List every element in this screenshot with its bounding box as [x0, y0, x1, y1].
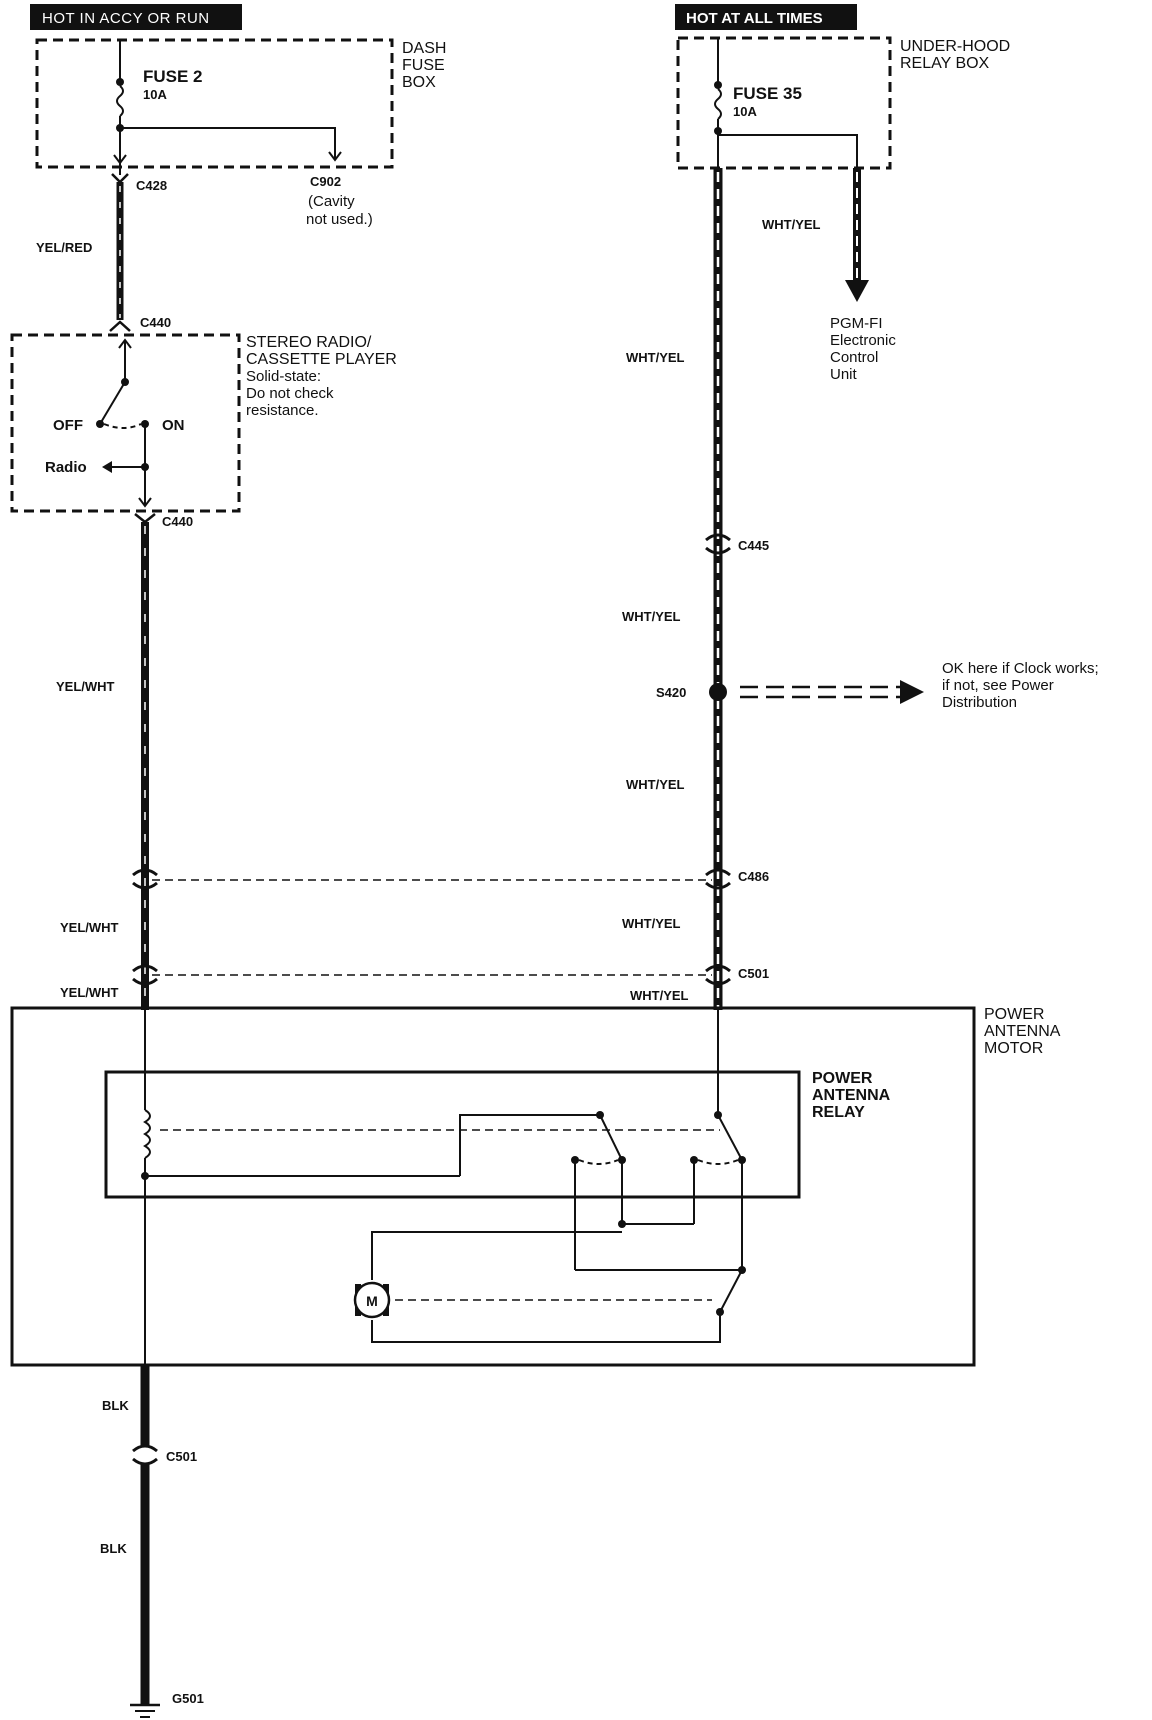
svg-text:M: M	[366, 1293, 378, 1309]
svg-text:FUSE 2: FUSE 2	[143, 67, 203, 86]
svg-text:Control: Control	[830, 349, 878, 366]
svg-text:C501: C501	[166, 1449, 197, 1464]
wire-wht-yel-ecu: WHT/YEL	[762, 168, 869, 302]
svg-text:C501: C501	[738, 966, 769, 981]
svg-text:10A: 10A	[143, 87, 167, 102]
svg-text:YEL/WHT: YEL/WHT	[60, 920, 119, 935]
under-hood-relay-box: UNDER-HOOD RELAY BOX FUSE 35 10A	[676, 36, 1010, 170]
svg-text:10A: 10A	[733, 104, 757, 119]
svg-text:HOT AT ALL TIMES: HOT AT ALL TIMES	[686, 10, 823, 27]
svg-text:YEL/WHT: YEL/WHT	[56, 679, 115, 694]
svg-text:C440: C440	[162, 514, 193, 529]
svg-text:WHT/YEL: WHT/YEL	[626, 777, 685, 792]
svg-text:resistance.: resistance.	[246, 402, 319, 419]
motor-circuit	[371, 1220, 746, 1343]
power-antenna-relay-box: POWER ANTENNA RELAY	[104, 1070, 891, 1199]
svg-text:BLK: BLK	[102, 1398, 129, 1413]
svg-text:WHT/YEL: WHT/YEL	[762, 217, 821, 232]
svg-text:UNDER-HOOD: UNDER-HOOD	[900, 38, 1010, 55]
svg-text:FUSE: FUSE	[402, 57, 445, 74]
connector-c445: C445	[705, 533, 769, 555]
svg-text:Unit: Unit	[830, 366, 858, 383]
connector-c440-top: C440	[109, 315, 171, 332]
fuse-2-symbol	[116, 85, 124, 117]
wire-yel-red: YEL/RED	[36, 182, 124, 320]
svg-text:(Cavity: (Cavity	[308, 193, 355, 210]
radio-arrow-icon	[102, 461, 112, 473]
svg-text:MOTOR: MOTOR	[984, 1040, 1043, 1057]
clock-note: OK here if Clock works; if not, see Powe…	[942, 660, 1099, 711]
svg-text:Solid-state:: Solid-state:	[246, 368, 321, 385]
svg-text:C440: C440	[140, 315, 171, 330]
svg-text:WHT/YEL: WHT/YEL	[626, 350, 685, 365]
svg-text:Radio: Radio	[45, 459, 87, 476]
relay-switch-2	[690, 1008, 746, 1268]
motor-symbol: M	[353, 1281, 391, 1319]
svg-text:RELAY BOX: RELAY BOX	[900, 55, 990, 72]
ground-symbol: G501	[130, 1691, 204, 1718]
svg-text:C486: C486	[738, 869, 769, 884]
svg-text:POWER: POWER	[812, 1070, 873, 1087]
svg-text:YEL/RED: YEL/RED	[36, 240, 92, 255]
wire-blk: BLK BLK	[100, 1365, 150, 1705]
wire-yel-wht: YEL/WHT YEL/WHT YEL/WHT	[56, 522, 158, 1010]
wire-wht-yel-main: WHT/YEL WHT/YEL WHT/YEL WHT/YEL WHT/YEL	[622, 168, 723, 1010]
stereo-radio-box: STEREO RADIO/ CASSETTE PLAYER Solid-stat…	[10, 333, 397, 513]
power-source-left: HOT IN ACCY OR RUN	[30, 4, 242, 30]
svg-text:OFF: OFF	[53, 417, 83, 434]
svg-text:C428: C428	[136, 178, 167, 193]
svg-text:CASSETTE PLAYER: CASSETTE PLAYER	[246, 351, 397, 368]
connector-c501-lower: C501	[132, 1444, 197, 1466]
dash-fuse-box: DASH FUSE BOX FUSE 2 10A	[35, 38, 446, 175]
svg-text:Distribution: Distribution	[942, 694, 1017, 711]
svg-text:OK here if Clock works;: OK here if Clock works;	[942, 660, 1099, 677]
svg-text:not used.): not used.)	[306, 211, 373, 228]
svg-text:FUSE 35: FUSE 35	[733, 84, 802, 103]
svg-text:ON: ON	[162, 417, 185, 434]
pgm-fi-ecu: PGM-FI Electronic Control Unit	[830, 315, 896, 383]
svg-text:WHT/YEL: WHT/YEL	[630, 988, 689, 1003]
svg-text:BOX: BOX	[402, 74, 436, 91]
connector-c501-upper: C501	[705, 964, 769, 986]
splice-s420: S420	[656, 680, 924, 704]
power-antenna-motor-box: POWER ANTENNA MOTOR	[10, 1006, 1061, 1367]
svg-text:G501: G501	[172, 1691, 204, 1706]
svg-text:Do not check: Do not check	[246, 385, 334, 402]
connector-c486: C486	[705, 868, 769, 890]
svg-text:WHT/YEL: WHT/YEL	[622, 609, 681, 624]
svg-text:Electronic: Electronic	[830, 332, 896, 349]
svg-text:DASH: DASH	[402, 40, 446, 57]
svg-text:if not, see Power: if not, see Power	[942, 677, 1054, 694]
svg-text:YEL/WHT: YEL/WHT	[60, 985, 119, 1000]
ecu-arrow-icon	[845, 280, 869, 302]
connector-c902: C902 (Cavity not used.)	[306, 174, 373, 228]
radio-switch-blade	[99, 381, 126, 425]
svg-text:RELAY: RELAY	[812, 1104, 865, 1121]
svg-text:HOT IN ACCY OR RUN: HOT IN ACCY OR RUN	[42, 10, 210, 27]
svg-text:POWER: POWER	[984, 1006, 1044, 1023]
relay-switch-1	[571, 1111, 626, 1270]
svg-text:C902: C902	[310, 174, 341, 189]
svg-text:BLK: BLK	[100, 1541, 127, 1556]
svg-text:STEREO RADIO/: STEREO RADIO/	[246, 334, 372, 351]
svg-text:C445: C445	[738, 538, 769, 553]
relay-coil	[141, 1008, 720, 1365]
svg-text:WHT/YEL: WHT/YEL	[622, 916, 681, 931]
svg-text:ANTENNA: ANTENNA	[812, 1087, 891, 1104]
power-source-right: HOT AT ALL TIMES	[675, 4, 857, 30]
clock-arrow-icon	[900, 680, 924, 704]
svg-text:PGM-FI: PGM-FI	[830, 315, 883, 332]
svg-text:ANTENNA: ANTENNA	[984, 1023, 1061, 1040]
fuse-35-symbol	[714, 88, 722, 120]
svg-text:S420: S420	[656, 685, 686, 700]
